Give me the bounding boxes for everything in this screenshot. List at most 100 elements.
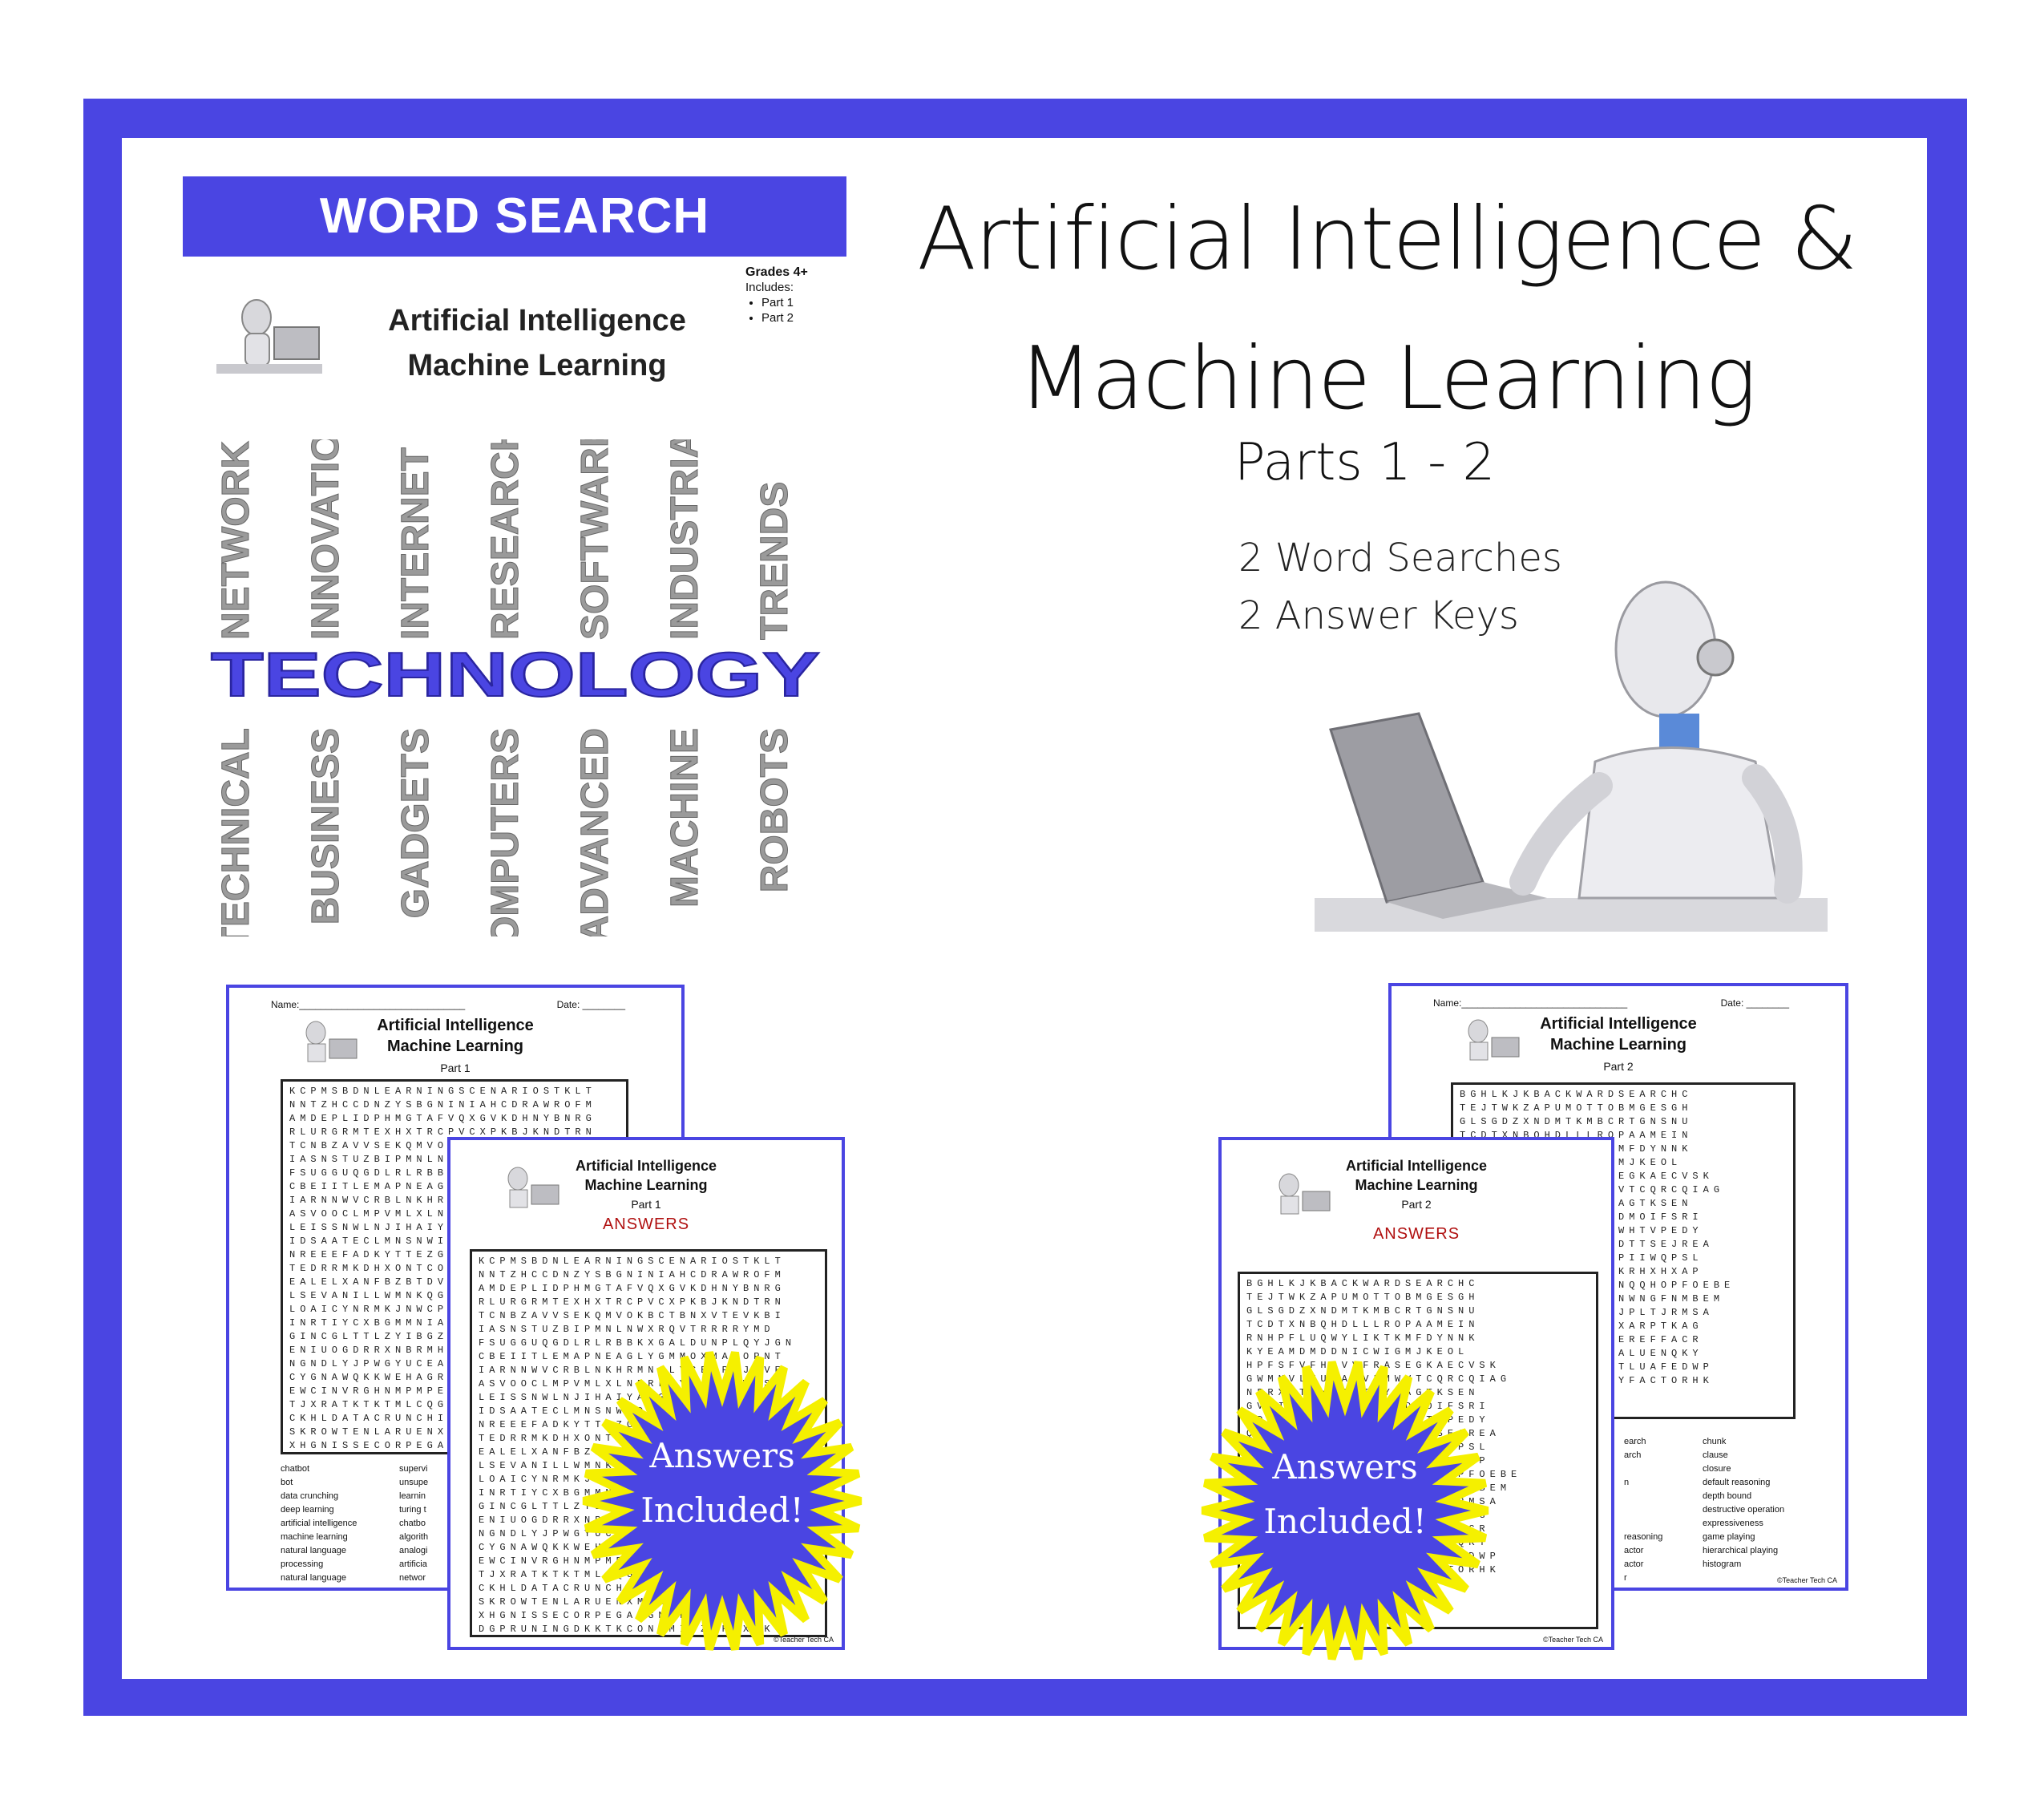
word-list-item: closure bbox=[1703, 1464, 1731, 1474]
word-list-item: expressiveness bbox=[1703, 1519, 1763, 1528]
word-cloud-word: INDUSTRIAL bbox=[664, 439, 706, 640]
answer-key-title-line1: Artificial Intelligence bbox=[575, 1158, 717, 1174]
badge-line1: Answers bbox=[1272, 1447, 1418, 1486]
includes-item: Part 1 bbox=[761, 295, 808, 310]
word-list-item: turing t bbox=[399, 1505, 426, 1515]
word-cloud-word: GADGETS bbox=[394, 728, 437, 918]
badge-line1: Answers bbox=[649, 1436, 795, 1475]
word-list-item: r bbox=[1624, 1573, 1627, 1583]
worksheet-title-line2: Machine Learning bbox=[1549, 1036, 1687, 1054]
copyright: ©Teacher Tech CA bbox=[773, 1636, 834, 1644]
main-title-line1: Artificial Intelligence & bbox=[917, 189, 1858, 289]
answer-key-title-line2: Machine Learning bbox=[1355, 1177, 1478, 1193]
word-list-item: histogram bbox=[1703, 1559, 1742, 1569]
word-list-item: networ bbox=[399, 1573, 426, 1583]
word-list-item bbox=[1624, 1462, 1662, 1476]
badge-line2: Included! bbox=[640, 1491, 804, 1530]
grades-label: Grades 4+ bbox=[745, 265, 808, 279]
word-list-item: game playing bbox=[1703, 1532, 1755, 1542]
word-list-item: earch bbox=[1624, 1437, 1646, 1446]
word-list-item: algorith bbox=[399, 1532, 429, 1542]
includes-label: Includes: bbox=[745, 281, 794, 294]
word-cloud-word: BUSINESS bbox=[305, 728, 347, 924]
word-cloud-word: ADVANCED bbox=[574, 728, 616, 936]
worksheet-robot-icon bbox=[305, 1021, 357, 1062]
word-list-item bbox=[1624, 1517, 1662, 1531]
word-list-item: artificia bbox=[399, 1559, 427, 1569]
word-cloud-word: ROBOTS bbox=[753, 728, 796, 892]
answers-heading: ANSWERS bbox=[602, 1215, 690, 1233]
includes-list: Part 1 Part 2 bbox=[745, 295, 808, 326]
name-field-label: Name:_______________________________ bbox=[1433, 997, 1628, 1009]
word-cloud-word: INTERNET bbox=[394, 447, 437, 640]
word-cloud-word: NETWORK bbox=[215, 441, 257, 640]
copyright: ©Teacher Tech CA bbox=[1776, 1576, 1837, 1584]
word-list-item bbox=[1624, 1503, 1662, 1517]
worksheet-part: Part 1 bbox=[440, 1062, 471, 1074]
word-cloud-word: INNOVATION bbox=[305, 439, 347, 640]
name-field-label: Name:_______________________________ bbox=[271, 999, 466, 1010]
word-cloud-word: TECHNICAL bbox=[215, 728, 257, 936]
word-list-item: data crunching bbox=[281, 1491, 339, 1501]
includes-item: Part 2 bbox=[761, 310, 808, 326]
answers-included-burst bbox=[1201, 1361, 1489, 1660]
word-list-item: learnin bbox=[399, 1491, 426, 1501]
date-field-label: Date: ________ bbox=[1720, 997, 1789, 1009]
includes-summary: 2 Word Searches 2 Answer Keys bbox=[1238, 529, 1562, 645]
word-cloud-center: TECHNOLOGY bbox=[211, 639, 820, 710]
word-cloud-word: SOFTWARE bbox=[574, 439, 616, 640]
robot-with-laptop-image bbox=[1315, 580, 1828, 932]
answers-included-text: Answers Included! bbox=[602, 1429, 842, 1538]
word-list-item: supervi bbox=[399, 1464, 428, 1474]
date-field-label: Date: ________ bbox=[556, 999, 625, 1010]
word-list-item: clause bbox=[1703, 1450, 1728, 1460]
worksheet-title-line1: Artificial Intelligence bbox=[1540, 1015, 1697, 1033]
word-list-item: reasoning bbox=[1624, 1532, 1663, 1542]
cover-title-line1: Artificial Intelligence bbox=[388, 304, 686, 338]
answers-included-burst bbox=[582, 1351, 862, 1651]
word-list-item: autono bbox=[399, 1585, 428, 1588]
word-search-banner: WORD SEARCH bbox=[183, 176, 846, 257]
answer-key-part: Part 2 bbox=[1401, 1198, 1432, 1211]
word-list-item: deep learning bbox=[281, 1505, 334, 1515]
word-list-item: n bbox=[1624, 1478, 1630, 1487]
copyright: ©Teacher Tech CA bbox=[1542, 1636, 1603, 1644]
word-cloud-word: MACHINE bbox=[664, 728, 706, 908]
word-list-item bbox=[1624, 1490, 1662, 1503]
worksheet-title-line1: Artificial Intelligence bbox=[377, 1017, 534, 1034]
word-list-item: natural language bbox=[281, 1546, 346, 1555]
cover-robot-icon bbox=[216, 299, 322, 374]
grades-box: Grades 4+ Includes: Part 1 Part 2 bbox=[745, 265, 808, 326]
cover-title: Artificial Intelligence Machine Learning bbox=[313, 298, 761, 388]
answers-included-text: Answers Included! bbox=[1225, 1440, 1465, 1549]
word-list-item: processing bbox=[281, 1559, 324, 1569]
answers-heading: ANSWERS bbox=[1372, 1225, 1460, 1243]
burst-shape bbox=[582, 1351, 862, 1651]
worksheet-title-line2: Machine Learning bbox=[386, 1038, 524, 1055]
word-list-item: depth bound bbox=[1703, 1491, 1752, 1501]
word-list-item: destructive operation bbox=[1703, 1505, 1785, 1515]
answer-key-part: Part 1 bbox=[631, 1198, 661, 1211]
technology-word-cloud: NETWORK INNOVATION INTERNET RESEARCH SOFTWAR… bbox=[210, 439, 821, 936]
main-title-line2: Machine Learning bbox=[1018, 329, 1757, 429]
word-list-item: chunk bbox=[1703, 1437, 1727, 1446]
main-title: Artificial Intelligence & Machine Learni… bbox=[890, 170, 1884, 449]
answer-key-robot-icon bbox=[1279, 1173, 1331, 1215]
parts-label: Parts 1 - 2 bbox=[1234, 433, 1496, 492]
word-list-item: arch bbox=[1624, 1450, 1642, 1460]
word-list-item: actor bbox=[1624, 1546, 1644, 1555]
word-list-item: chatbo bbox=[399, 1519, 426, 1528]
include-word-searches: 2 Word Searches bbox=[1238, 536, 1562, 580]
answer-key-title-line2: Machine Learning bbox=[584, 1177, 708, 1193]
word-list-item: artificial intelligence bbox=[281, 1519, 357, 1528]
word-list-item: natural language bbox=[281, 1573, 346, 1583]
word-cloud-word: RESEARCH bbox=[484, 439, 527, 640]
word-cloud-word: TRENDS bbox=[753, 482, 796, 640]
worksheet-part: Part 2 bbox=[1603, 1060, 1634, 1073]
